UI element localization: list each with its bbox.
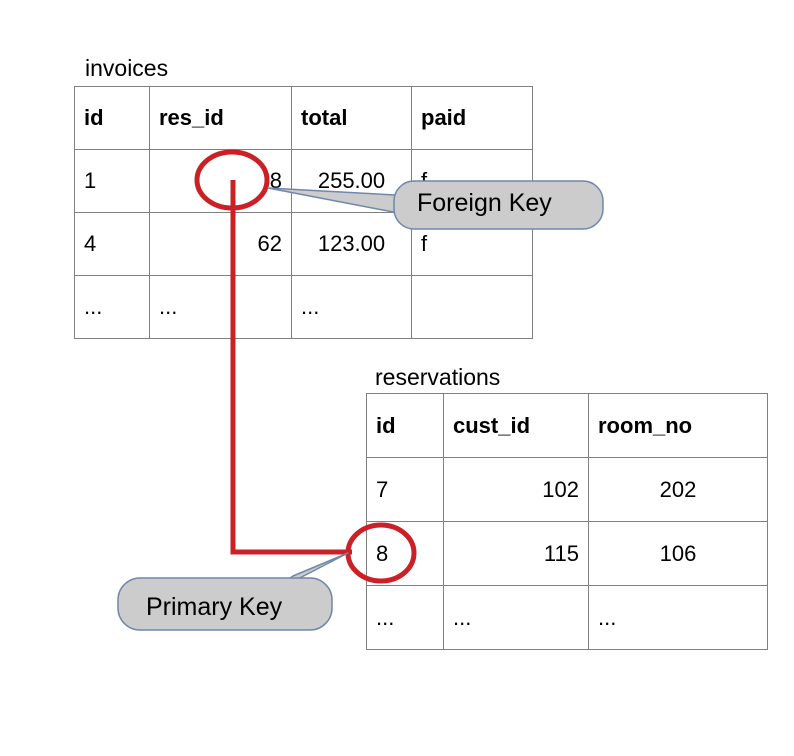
cell-id: 1 <box>74 149 150 213</box>
column-header-id: id <box>366 393 444 458</box>
cell-room-no: 202 <box>588 457 768 522</box>
table-header-row: id cust_id room_no <box>366 393 768 458</box>
cell-id: ... <box>74 275 150 339</box>
table-row: 7 102 202 <box>366 457 768 522</box>
column-header-id: id <box>74 86 150 150</box>
cell-room-no: ... <box>588 585 768 650</box>
cell-cust-id: 102 <box>443 457 589 522</box>
cell-room-no: 106 <box>588 521 768 586</box>
cell-id: 7 <box>366 457 444 522</box>
column-header-total: total <box>291 86 412 150</box>
invoices-table-title: invoices <box>85 55 169 81</box>
cell-cust-id: ... <box>443 585 589 650</box>
primary-key-callout-tail <box>262 552 349 598</box>
cell-paid <box>411 275 533 339</box>
cell-total: 123.00 <box>291 212 412 276</box>
cell-cust-id: 115 <box>443 521 589 586</box>
table-row: 4 62 123.00 f <box>74 212 533 276</box>
foreign-key-callout-label: Foreign Key <box>417 189 552 217</box>
reservations-table-title: reservations <box>375 364 501 390</box>
cell-res-id: 8 <box>149 149 292 213</box>
cell-id: ... <box>366 585 444 650</box>
table-row: ... ... ... <box>74 275 533 339</box>
cell-total: 255.00 <box>291 149 412 213</box>
primary-key-callout-label: Primary Key <box>146 593 283 621</box>
table-header-row: id res_id total paid <box>74 86 533 150</box>
column-header-cust-id: cust_id <box>443 393 589 458</box>
cell-res-id: ... <box>149 275 292 339</box>
column-header-room-no: room_no <box>588 393 768 458</box>
column-header-paid: paid <box>411 86 533 150</box>
reservations-table: id cust_id room_no 7 102 202 8 115 106 .… <box>366 393 768 650</box>
column-header-res-id: res_id <box>149 86 292 150</box>
table-row: ... ... ... <box>366 585 768 650</box>
cell-res-id: 62 <box>149 212 292 276</box>
cell-total: ... <box>291 275 412 339</box>
cell-paid: f <box>411 212 533 276</box>
cell-id: 8 <box>366 521 444 586</box>
cell-id: 4 <box>74 212 150 276</box>
table-row: 8 115 106 <box>366 521 768 586</box>
